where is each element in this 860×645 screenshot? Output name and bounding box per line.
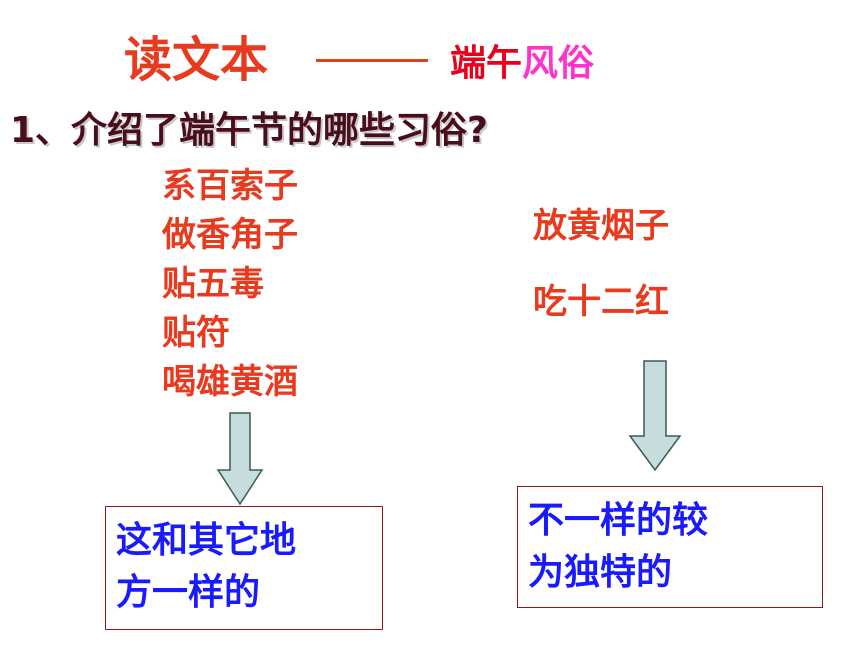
common-customs-box: 这和其它地 方一样的 [105,506,383,630]
subtitle-part-fengsu: 风俗 [522,43,595,84]
common-customs-list: 系百索子 做香角子 贴五毒 贴符 喝雄黄酒 [162,162,298,407]
question-heading: 1、介绍了端午节的哪些习俗? [10,110,488,151]
subtitle-part-duanwu: 端午 [450,43,523,84]
box-text-line: 方一样的 [116,572,261,613]
list-item: 吃十二红 [533,282,669,322]
page-subtitle: 端午风俗 [450,40,594,88]
title-dash-divider [316,59,428,62]
unique-customs-box-text: 不一样的较 为独特的 [528,495,708,599]
list-item: 贴符 [162,313,230,353]
common-customs-box-text: 这和其它地 方一样的 [116,515,296,619]
unique-customs-box: 不一样的较 为独特的 [517,486,823,608]
list-item: 做香角子 [162,215,298,255]
down-arrow-icon [216,412,264,506]
list-item: 放黄烟子 [533,206,669,246]
box-text-line: 这和其它地 [116,520,297,561]
list-item: 系百索子 [162,166,298,206]
page-title: 读文本 [124,32,269,88]
box-text-line: 不一样的较 [528,500,709,541]
list-item: 喝雄黄酒 [162,362,298,402]
down-arrow-icon [628,360,682,472]
unique-customs-list: 放黄烟子 吃十二红 [533,205,669,357]
list-item: 贴五毒 [162,264,264,304]
box-text-line: 为独特的 [528,552,673,593]
